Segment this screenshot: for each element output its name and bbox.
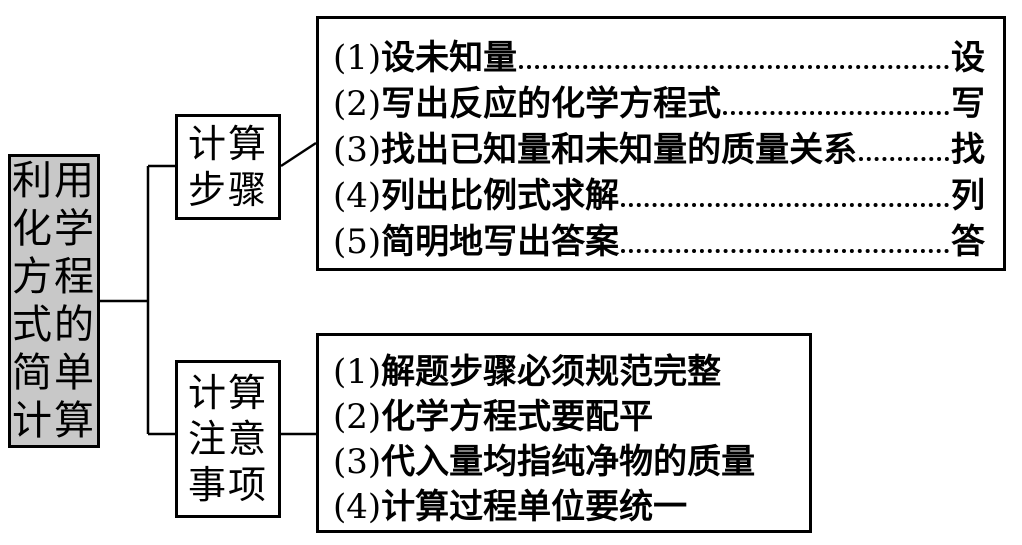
note-text: 化学方程式要配平 bbox=[381, 397, 654, 437]
note-number: (2) bbox=[333, 397, 382, 437]
step-text: 简明地写出答案 bbox=[381, 222, 620, 262]
step-keyword: 设 bbox=[951, 38, 985, 78]
step-number: (1) bbox=[333, 38, 382, 78]
dot-leader bbox=[519, 65, 949, 69]
step-number: (2) bbox=[333, 84, 382, 124]
note-item: (2)化学方程式要配平 bbox=[333, 395, 791, 440]
note-text: 代入量均指纯净物的质量 bbox=[381, 442, 756, 482]
connector-branch1-detail bbox=[280, 141, 317, 168]
note-text: 解题步骤必须规范完整 bbox=[381, 352, 722, 392]
branch-notes-label-line: 计算 bbox=[187, 371, 268, 415]
step-number: (5) bbox=[333, 222, 382, 262]
root-topic-line: 方程 bbox=[12, 254, 96, 300]
branch-steps-box: 计算 步骤 bbox=[175, 114, 281, 220]
step-number: (4) bbox=[333, 176, 382, 216]
branch-notes-label-line: 注意 bbox=[187, 417, 268, 461]
branch-notes-label-line: 事项 bbox=[187, 463, 268, 507]
step-item: (1) 设未知量 设 bbox=[333, 35, 985, 81]
steps-detail-box: (1) 设未知量 设 (2) 写出反应的化学方程式 写 (3) 找出已知量和未知… bbox=[316, 16, 1006, 271]
note-number: (1) bbox=[333, 352, 382, 392]
note-item: (1)解题步骤必须规范完整 bbox=[333, 350, 791, 395]
note-item: (4)计算过程单位要统一 bbox=[333, 485, 791, 530]
root-topic-line: 计算 bbox=[12, 398, 96, 444]
root-topic-line: 利用 bbox=[12, 158, 96, 204]
dot-leader bbox=[723, 111, 949, 115]
step-item: (2) 写出反应的化学方程式 写 bbox=[333, 81, 985, 127]
root-topic-line: 化学 bbox=[12, 206, 96, 252]
root-topic-line: 简单 bbox=[12, 350, 96, 396]
notes-detail-box: (1)解题步骤必须规范完整 (2)化学方程式要配平 (3)代入量均指纯净物的质量… bbox=[316, 333, 812, 533]
step-keyword: 答 bbox=[951, 222, 985, 262]
dot-leader bbox=[621, 203, 949, 207]
note-item: (3)代入量均指纯净物的质量 bbox=[333, 440, 791, 485]
step-item: (3) 找出已知量和未知量的质量关系 找 bbox=[333, 127, 985, 173]
step-text: 写出反应的化学方程式 bbox=[381, 84, 722, 124]
dot-leader bbox=[859, 157, 949, 161]
note-number: (4) bbox=[333, 487, 382, 527]
dot-leader bbox=[621, 249, 949, 253]
step-text: 找出已知量和未知量的质量关系 bbox=[381, 130, 858, 170]
step-keyword: 写 bbox=[951, 84, 985, 124]
branch-steps-label-line: 步骤 bbox=[187, 168, 268, 212]
branch-steps-label-line: 计算 bbox=[187, 122, 268, 166]
step-text: 设未知量 bbox=[381, 38, 518, 78]
step-keyword: 列 bbox=[951, 176, 985, 216]
branch-notes-box: 计算 注意 事项 bbox=[175, 360, 281, 518]
step-item: (4) 列出比例式求解 列 bbox=[333, 173, 985, 219]
root-topic-box: 利用 化学 方程 式的 简单 计算 bbox=[8, 154, 100, 448]
note-number: (3) bbox=[333, 442, 382, 482]
step-keyword: 找 bbox=[951, 130, 985, 170]
root-topic-line: 式的 bbox=[12, 302, 96, 348]
note-text: 计算过程单位要统一 bbox=[381, 487, 688, 527]
step-item: (5) 简明地写出答案 答 bbox=[333, 219, 985, 265]
step-text: 列出比例式求解 bbox=[381, 176, 620, 216]
step-number: (3) bbox=[333, 130, 382, 170]
